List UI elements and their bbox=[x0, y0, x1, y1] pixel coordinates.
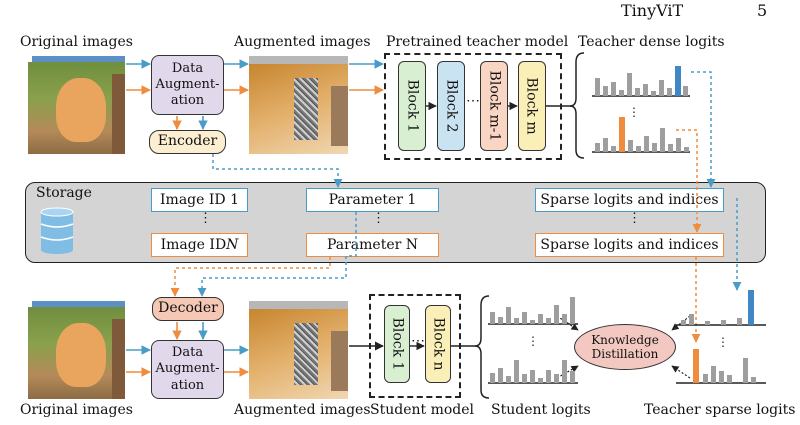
augmented-images-stack-bottom bbox=[249, 301, 348, 399]
svg-text:⋮: ⋮ bbox=[717, 335, 729, 349]
teacher-block-m-1: Block m-1 bbox=[480, 61, 508, 151]
original-images-stack-top bbox=[28, 56, 125, 154]
svg-text:⋮: ⋮ bbox=[527, 334, 539, 348]
logit-braces bbox=[474, 52, 585, 399]
teacher-model-caption: Pretrained teacher model bbox=[386, 34, 569, 50]
database-icon bbox=[40, 206, 74, 254]
decoder-box: Decoder bbox=[152, 297, 224, 321]
image-id-1: Image ID 1 bbox=[151, 188, 248, 212]
svg-text:⋮: ⋮ bbox=[628, 105, 640, 119]
bottom-flow-arrows bbox=[126, 198, 742, 379]
sparse-logits-1: Sparse logits and indices bbox=[535, 188, 724, 212]
original-images-caption-bottom: Original images bbox=[20, 402, 133, 418]
cutout-noise-patch bbox=[294, 78, 318, 140]
image-id-n: Image ID N bbox=[151, 233, 248, 257]
student-logit-bars: ⋮ bbox=[488, 297, 578, 384]
parameter-n: Parameter N bbox=[306, 233, 439, 257]
sparse-logits-n: Sparse logits and indices bbox=[535, 233, 724, 257]
storage-label: Storage bbox=[36, 185, 92, 201]
augmented-images-stack-top bbox=[249, 56, 348, 154]
teacher-block-2: Block 2 bbox=[437, 61, 465, 151]
augmented-images-caption-top: Augmented images bbox=[234, 34, 371, 50]
student-logits-caption: Student logits bbox=[491, 402, 591, 418]
teacher-dense-bars: ⋮ bbox=[592, 66, 690, 153]
teacher-sparse-logits-caption: Teacher sparse logits bbox=[644, 402, 796, 418]
teacher-sparse-bars: ⋮ bbox=[676, 290, 766, 384]
encoder-box: Encoder bbox=[149, 130, 226, 154]
parameter-1: Parameter 1 bbox=[306, 188, 439, 212]
teacher-block-1: Block 1 bbox=[398, 61, 426, 151]
storage-vdots-3: ⋮ bbox=[628, 211, 641, 226]
kitten-figure bbox=[56, 78, 106, 142]
student-block-1: Block 1 bbox=[384, 305, 410, 383]
teacher-dense-logits-caption: Teacher dense logits bbox=[578, 34, 725, 50]
teacher-block-dots: ⋯ bbox=[466, 93, 480, 109]
original-images-stack-bottom bbox=[28, 301, 125, 399]
student-model-caption: Student model bbox=[370, 402, 475, 418]
top-flow-arrows bbox=[126, 59, 716, 233]
storage-vdots-2: ⋮ bbox=[372, 211, 385, 226]
storage-vdots-1: ⋮ bbox=[199, 211, 212, 226]
teacher-block-m: Block m bbox=[518, 61, 546, 151]
running-header-title: TinyViT bbox=[621, 1, 684, 20]
augmented-images-caption-bottom: Augmented images bbox=[234, 402, 371, 418]
page-number: 5 bbox=[757, 1, 768, 20]
student-block-n: Block n bbox=[425, 305, 451, 383]
original-images-caption-top: Original images bbox=[20, 34, 133, 50]
